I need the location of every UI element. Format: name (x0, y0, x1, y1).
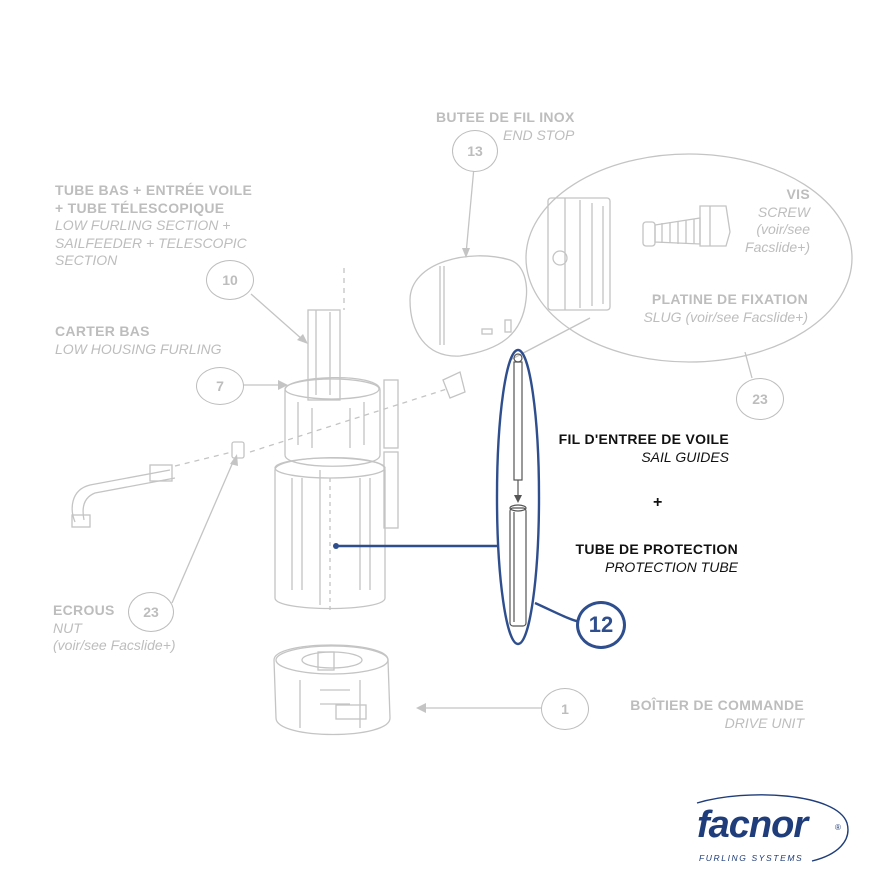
shackle-icon (71, 464, 176, 528)
bubble-highlight-part: 12 (576, 601, 626, 649)
detail-circle (525, 153, 853, 363)
facnor-logo: facnor ® FURLING SYSTEMS (696, 794, 849, 863)
housing-label: CARTER BAS LOW HOUSING FURLING (55, 323, 222, 357)
screw-label: VIS SCREW (voir/see Facslide+) (745, 186, 810, 255)
logo-swoosh-icon (696, 794, 849, 862)
logo-wordmark: facnor (697, 804, 808, 846)
slug-plate-icon (547, 197, 611, 311)
bubble-drive-unit: 1 (541, 688, 589, 730)
end-stop-icon (442, 371, 466, 399)
bubble-housing: 7 (196, 367, 244, 405)
screw-icon (642, 205, 731, 247)
protection-tube-part (509, 504, 527, 627)
end-stop-label: BUTEE DE FIL INOX END STOP (436, 109, 575, 143)
logo-tagline: FURLING SYSTEMS (699, 853, 804, 863)
drive-unit-drawing (273, 644, 391, 736)
end-stop-detail-outline (409, 255, 528, 357)
low-furling-label: TUBE BAS + ENTRÉE VOILE + TUBE TÉLESCOPI… (55, 182, 253, 268)
bubble-screw-slug: 23 (736, 378, 784, 420)
sail-guides-label: FIL D'ENTREE DE VOILE SAIL GUIDES (558, 431, 729, 465)
low-housing-drawing (274, 309, 399, 610)
logo-registered: ® (835, 823, 841, 832)
nut-label: ECROUS NUT (voir/see Facslide+) (53, 602, 176, 653)
sail-guides-part (513, 353, 523, 500)
bubble-end-stop: 13 (452, 130, 498, 172)
plus-sign: + (653, 494, 663, 511)
slug-label: PLATINE DE FIXATION SLUG (voir/see Facsl… (643, 291, 808, 325)
bubble-low-furling: 10 (206, 260, 254, 300)
protection-tube-label: TUBE DE PROTECTION PROTECTION TUBE (575, 541, 738, 575)
bubble-nut: 23 (128, 592, 174, 632)
drive-unit-label: BOÎTIER DE COMMANDE DRIVE UNIT (630, 697, 804, 731)
nut-icon (231, 441, 245, 459)
highlight-ellipse (495, 348, 541, 646)
